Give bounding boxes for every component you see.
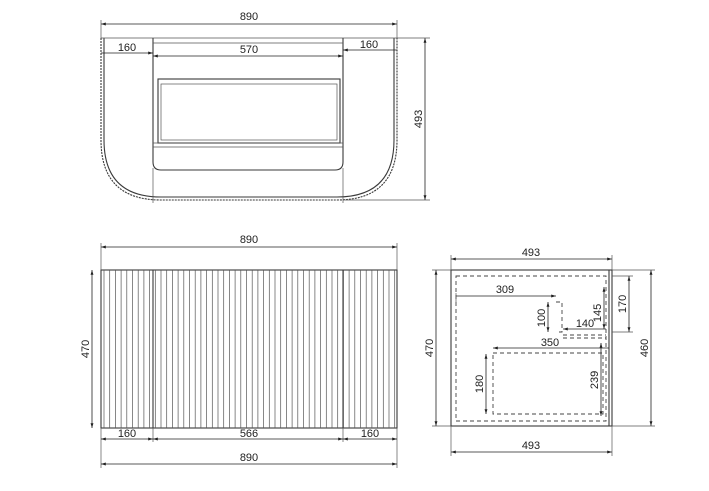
dim-side-140: 140 [576,318,594,330]
side-view: 309 100 140 145 170 350 180 239 493 493 … [424,247,655,456]
dim-top-middle: 570 [240,44,258,56]
dim-top-left: 160 [118,42,136,54]
dim-side-height-left: 470 [424,339,436,357]
dim-front-width-top: 890 [240,234,258,246]
dim-side-height-right: 460 [639,339,651,357]
dim-top-width: 890 [240,11,258,23]
dim-front-middle: 566 [240,428,258,440]
dim-front-right: 160 [361,428,379,440]
dim-side-100: 100 [536,309,548,327]
dim-side-239: 239 [589,371,601,389]
dim-top-right: 160 [360,39,378,51]
front-view: 890 470 160 566 160 890 [80,234,398,468]
dim-side-350: 350 [541,337,559,349]
dim-side-170: 170 [617,295,629,313]
dim-side-309: 309 [496,284,514,296]
dim-side-width-bottom: 493 [522,440,540,452]
fluting [103,270,396,428]
dim-side-145: 145 [592,304,604,322]
top-view: 890 160 570 160 493 [100,11,430,203]
dim-side-width-top: 493 [522,247,540,259]
dim-top-depth: 493 [413,110,425,128]
dim-side-180: 180 [474,375,486,393]
dim-front-left: 160 [118,428,136,440]
dim-front-height: 470 [80,340,92,358]
dim-front-width-bottom: 890 [240,452,258,464]
